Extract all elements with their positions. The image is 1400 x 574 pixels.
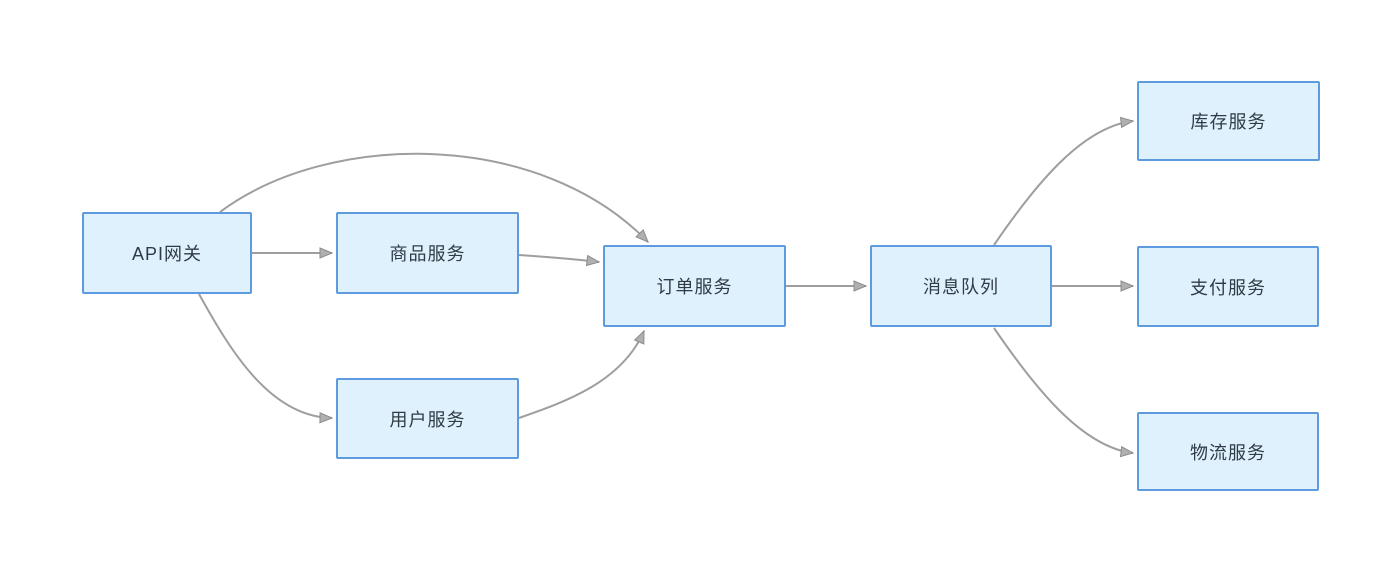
node-user-service: 用户服务 xyxy=(336,378,519,459)
edge-message-queue-to-logistics-service xyxy=(993,327,1135,458)
node-api-gateway: API网关 xyxy=(82,212,252,294)
node-logistics-service: 物流服务 xyxy=(1137,412,1319,491)
node-api-gateway-label: API网关 xyxy=(131,244,202,264)
node-user-service-label: 用户服务 xyxy=(389,409,466,430)
node-message-queue: 消息队列 xyxy=(870,245,1052,327)
node-product-service: 商品服务 xyxy=(336,212,519,294)
node-message-queue-label: 消息队列 xyxy=(923,277,999,297)
edge-product-service-to-order-service xyxy=(518,254,601,267)
node-order-service: 订单服务 xyxy=(603,245,786,327)
node-payment-service: 支付服务 xyxy=(1137,246,1319,327)
edge-message-queue-to-inventory-service xyxy=(993,116,1135,246)
node-logistics-service-label: 物流服务 xyxy=(1190,442,1266,463)
node-order-service-label: 订单服务 xyxy=(656,277,733,297)
node-product-service-label: 商品服务 xyxy=(389,244,466,264)
edge-user-service-to-order-service xyxy=(518,329,645,419)
node-inventory-service: 库存服务 xyxy=(1137,81,1320,161)
node-payment-service-label: 支付服务 xyxy=(1190,277,1266,298)
node-inventory-service-label: 库存服务 xyxy=(1190,112,1267,132)
edge-api-gateway-to-user-service xyxy=(198,293,334,424)
